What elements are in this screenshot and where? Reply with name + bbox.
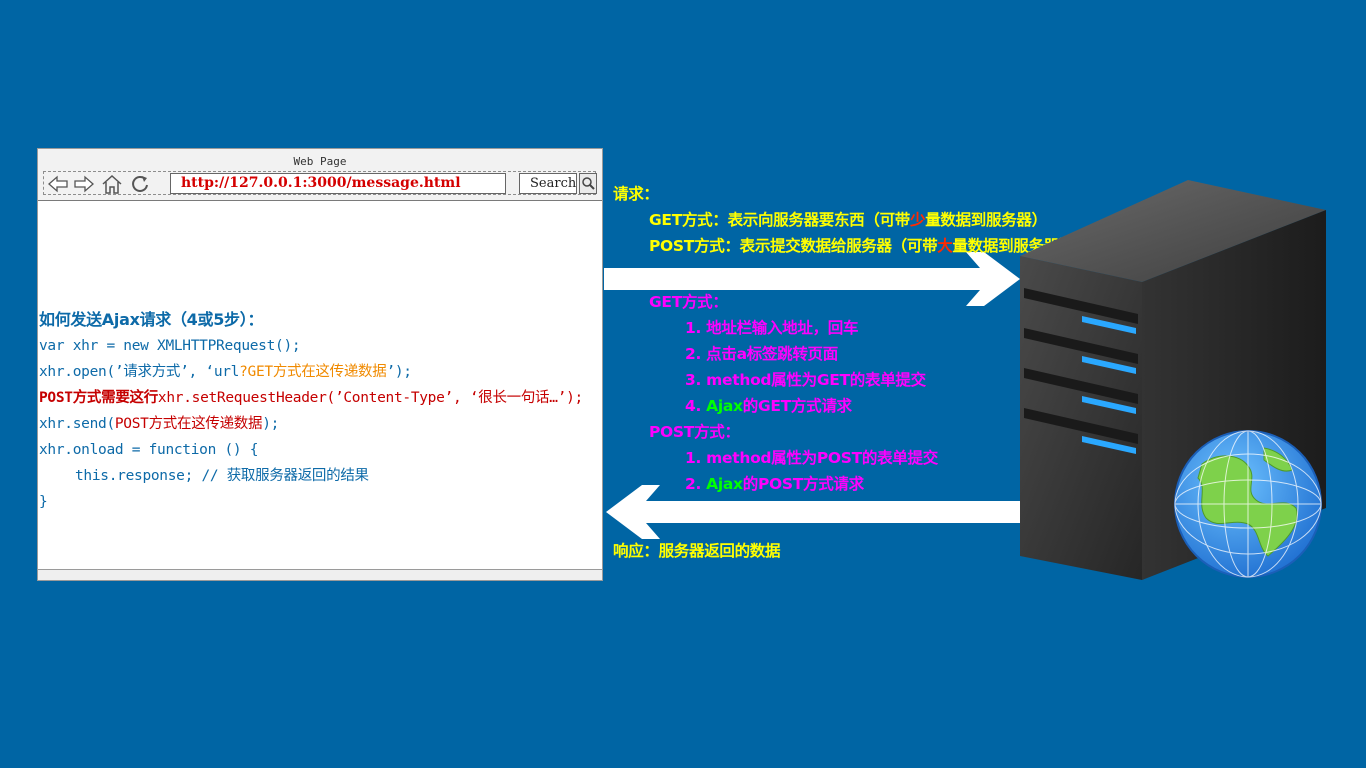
code-heading: 如何发送Ajax请求（4或5步）： — [39, 310, 264, 329]
request-get-a: GET方式：表示向服务器要东西（可带 — [649, 211, 910, 229]
request-get-highlight: 少 — [910, 211, 926, 229]
code-block: 如何发送Ajax请求（4或5步）： var xhr = new XMLHTTPR… — [39, 307, 603, 515]
request-get-desc: GET方式：表示向服务器要东西（可带少量数据到服务器） — [649, 208, 1047, 230]
get-method-4-rest: 的GET方式请求 — [742, 397, 852, 415]
response-label: 响应：服务器返回的数据 — [613, 542, 781, 560]
post-method-2: 2. Ajax的POST方式请求 — [685, 472, 864, 494]
get-methods-title: GET方式： — [649, 293, 728, 311]
back-icon[interactable] — [46, 173, 70, 195]
request-post-desc: POST方式：表示提交数据给服务器（可带大量数据到服务器） — [649, 234, 1074, 256]
search-input[interactable]: Search — [519, 173, 577, 194]
code-line-4-post-note: POST方式在这传递数据 — [114, 416, 263, 432]
browser-status-bar — [38, 569, 602, 580]
code-line-3-b: xhr.setRequestHeader(’Content-Type’, ‘很长… — [157, 390, 583, 406]
address-bar[interactable]: http://127.0.0.1:3000/message.html — [170, 173, 506, 194]
request-label: 请求： — [613, 185, 659, 203]
request-post-highlight: 大 — [937, 237, 953, 255]
code-line-3-post-note: POST方式需要这行 — [39, 390, 158, 406]
browser-title: Web Page — [293, 155, 347, 168]
code-line-2-a: xhr.open(’请求方式’, ‘url — [39, 364, 240, 380]
post-methods-title: POST方式： — [649, 423, 740, 441]
get-method-3: 3. method属性为GET的表单提交 — [685, 371, 926, 389]
post-method-2-rest: 的POST方式请求 — [742, 475, 864, 493]
browser-chrome: Web Page http://127.0.0.1:3000/message.h… — [38, 149, 602, 201]
get-method-4-num: 4. — [685, 397, 707, 415]
magnifier-icon — [582, 177, 595, 190]
request-post-a: POST方式：表示提交数据给服务器（可带 — [649, 237, 938, 255]
code-line-2-c: ’); — [386, 364, 412, 380]
get-method-4: 4. Ajax的GET方式请求 — [685, 394, 852, 416]
browser-toolbar: http://127.0.0.1:3000/message.html Searc… — [43, 171, 597, 195]
forward-icon[interactable] — [72, 173, 96, 195]
get-method-1: 1. 地址栏输入地址，回车 — [685, 319, 859, 337]
code-line-2-get-note: ?GET方式在这传递数据 — [239, 364, 387, 380]
get-method-4-ajax: Ajax — [706, 397, 743, 415]
code-line-7: } — [39, 494, 48, 510]
server-icon — [1020, 180, 1326, 580]
search-button[interactable] — [579, 173, 597, 194]
code-line-1: var xhr = new XMLHTTPRequest(); — [39, 338, 301, 354]
request-arrow — [604, 252, 1020, 306]
response-arrow — [606, 485, 1022, 539]
code-line-3: POST方式需要这行xhr.setRequestHeader(’Content-… — [39, 385, 603, 411]
globe-icon — [1174, 430, 1322, 578]
request-get-b: 量数据到服务器） — [925, 211, 1047, 229]
home-icon[interactable] — [100, 173, 124, 195]
code-line-5: xhr.onload = function () { — [39, 442, 259, 458]
browser-window: Web Page http://127.0.0.1:3000/message.h… — [37, 148, 603, 581]
code-line-6: this.response; // 获取服务器返回的结果 — [75, 468, 369, 484]
refresh-icon[interactable] — [128, 173, 152, 195]
post-method-2-ajax: Ajax — [706, 475, 743, 493]
code-line-2: xhr.open(’请求方式’, ‘url?GET方式在这传递数据’); — [39, 359, 603, 385]
code-line-4: xhr.send(POST方式在这传递数据); — [39, 411, 603, 437]
post-method-1: 1. method属性为POST的表单提交 — [685, 449, 938, 467]
code-line-4-c: ); — [262, 416, 280, 432]
code-line-4-a: xhr.send( — [39, 416, 115, 432]
post-method-2-num: 2. — [685, 475, 707, 493]
get-method-2: 2. 点击a标签跳转页面 — [685, 345, 838, 363]
